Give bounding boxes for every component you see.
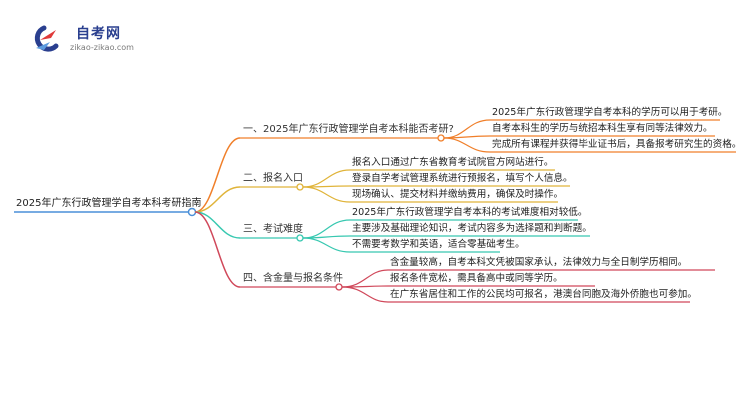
- branch-4-curve: [194, 211, 241, 288]
- branch-4-item-2: 报名条件宽松，需具备高中或同等学历。: [390, 273, 563, 284]
- branch-1-curve: [194, 137, 241, 213]
- branch-4-item-1: 含金量较高，自考本科文凭被国家承认，法律效力与全日制学历相同。: [390, 257, 688, 268]
- branch-1-item-3: 完成所有课程并获得毕业证书后，具备报考研究生的资格。: [492, 139, 742, 150]
- logo-subtitle: zikao-zikao.com: [70, 43, 134, 52]
- logo-title: 自考网: [76, 26, 121, 42]
- branch-4-leaf-2: [341, 285, 595, 288]
- branch-1-item-1: 2025年广东行政管理学自考本科的学历可以用于考研。: [492, 107, 728, 118]
- branch-2-item-2: 登录自学考试管理系统进行预报名，填写个人信息。: [352, 173, 573, 184]
- branch-4-leaf-3: [341, 286, 690, 303]
- branch-3-item-3: 不需要考数学和英语，适合零基础考生。: [352, 239, 525, 250]
- branch-3-curve: [194, 211, 241, 239]
- branch-2-item-3: 现场确认、提交材料并缴纳费用，确保及时操作。: [352, 189, 564, 200]
- root-topic: 2025年广东行政管理学自考本科考研指南: [16, 198, 202, 209]
- branch-1-item-2: 自考本科生的学历与统招本科生享有同等法律效力。: [492, 123, 713, 134]
- branch-4-label: 四、含金量与报名条件: [243, 273, 343, 284]
- branch-2-leaf-3: [302, 186, 558, 203]
- branch-2-label: 二、报名入口: [243, 173, 303, 184]
- logo-mark-icon: [34, 25, 59, 52]
- branch-2-item-1: 报名入口通过广东省教育考试院官方网站进行。: [352, 157, 554, 168]
- branch-3-leaf-3: [302, 237, 500, 253]
- branch-3-item-2: 主要涉及基础理论知识，考试内容多为选择题和判断题。: [352, 223, 592, 234]
- site-logo[interactable]: 自考网 zikao-zikao.com: [30, 22, 150, 58]
- branch-2-leaf-2: [302, 185, 570, 188]
- branch-3-item-1: 2025年广东行政管理学自考本科的考试难度相对较低。: [352, 207, 588, 218]
- branch-3-label: 三、考试难度: [243, 224, 303, 235]
- branch-2-curve: [194, 186, 241, 213]
- branch-4-item-3: 在广东省居住和工作的公民均可报名，港澳台同胞及海外侨胞也可参加。: [390, 289, 697, 300]
- branch-1-label: 一、2025年广东行政管理学自考本科能否考研?: [243, 124, 454, 135]
- branch-1-leaf-3: [443, 137, 736, 153]
